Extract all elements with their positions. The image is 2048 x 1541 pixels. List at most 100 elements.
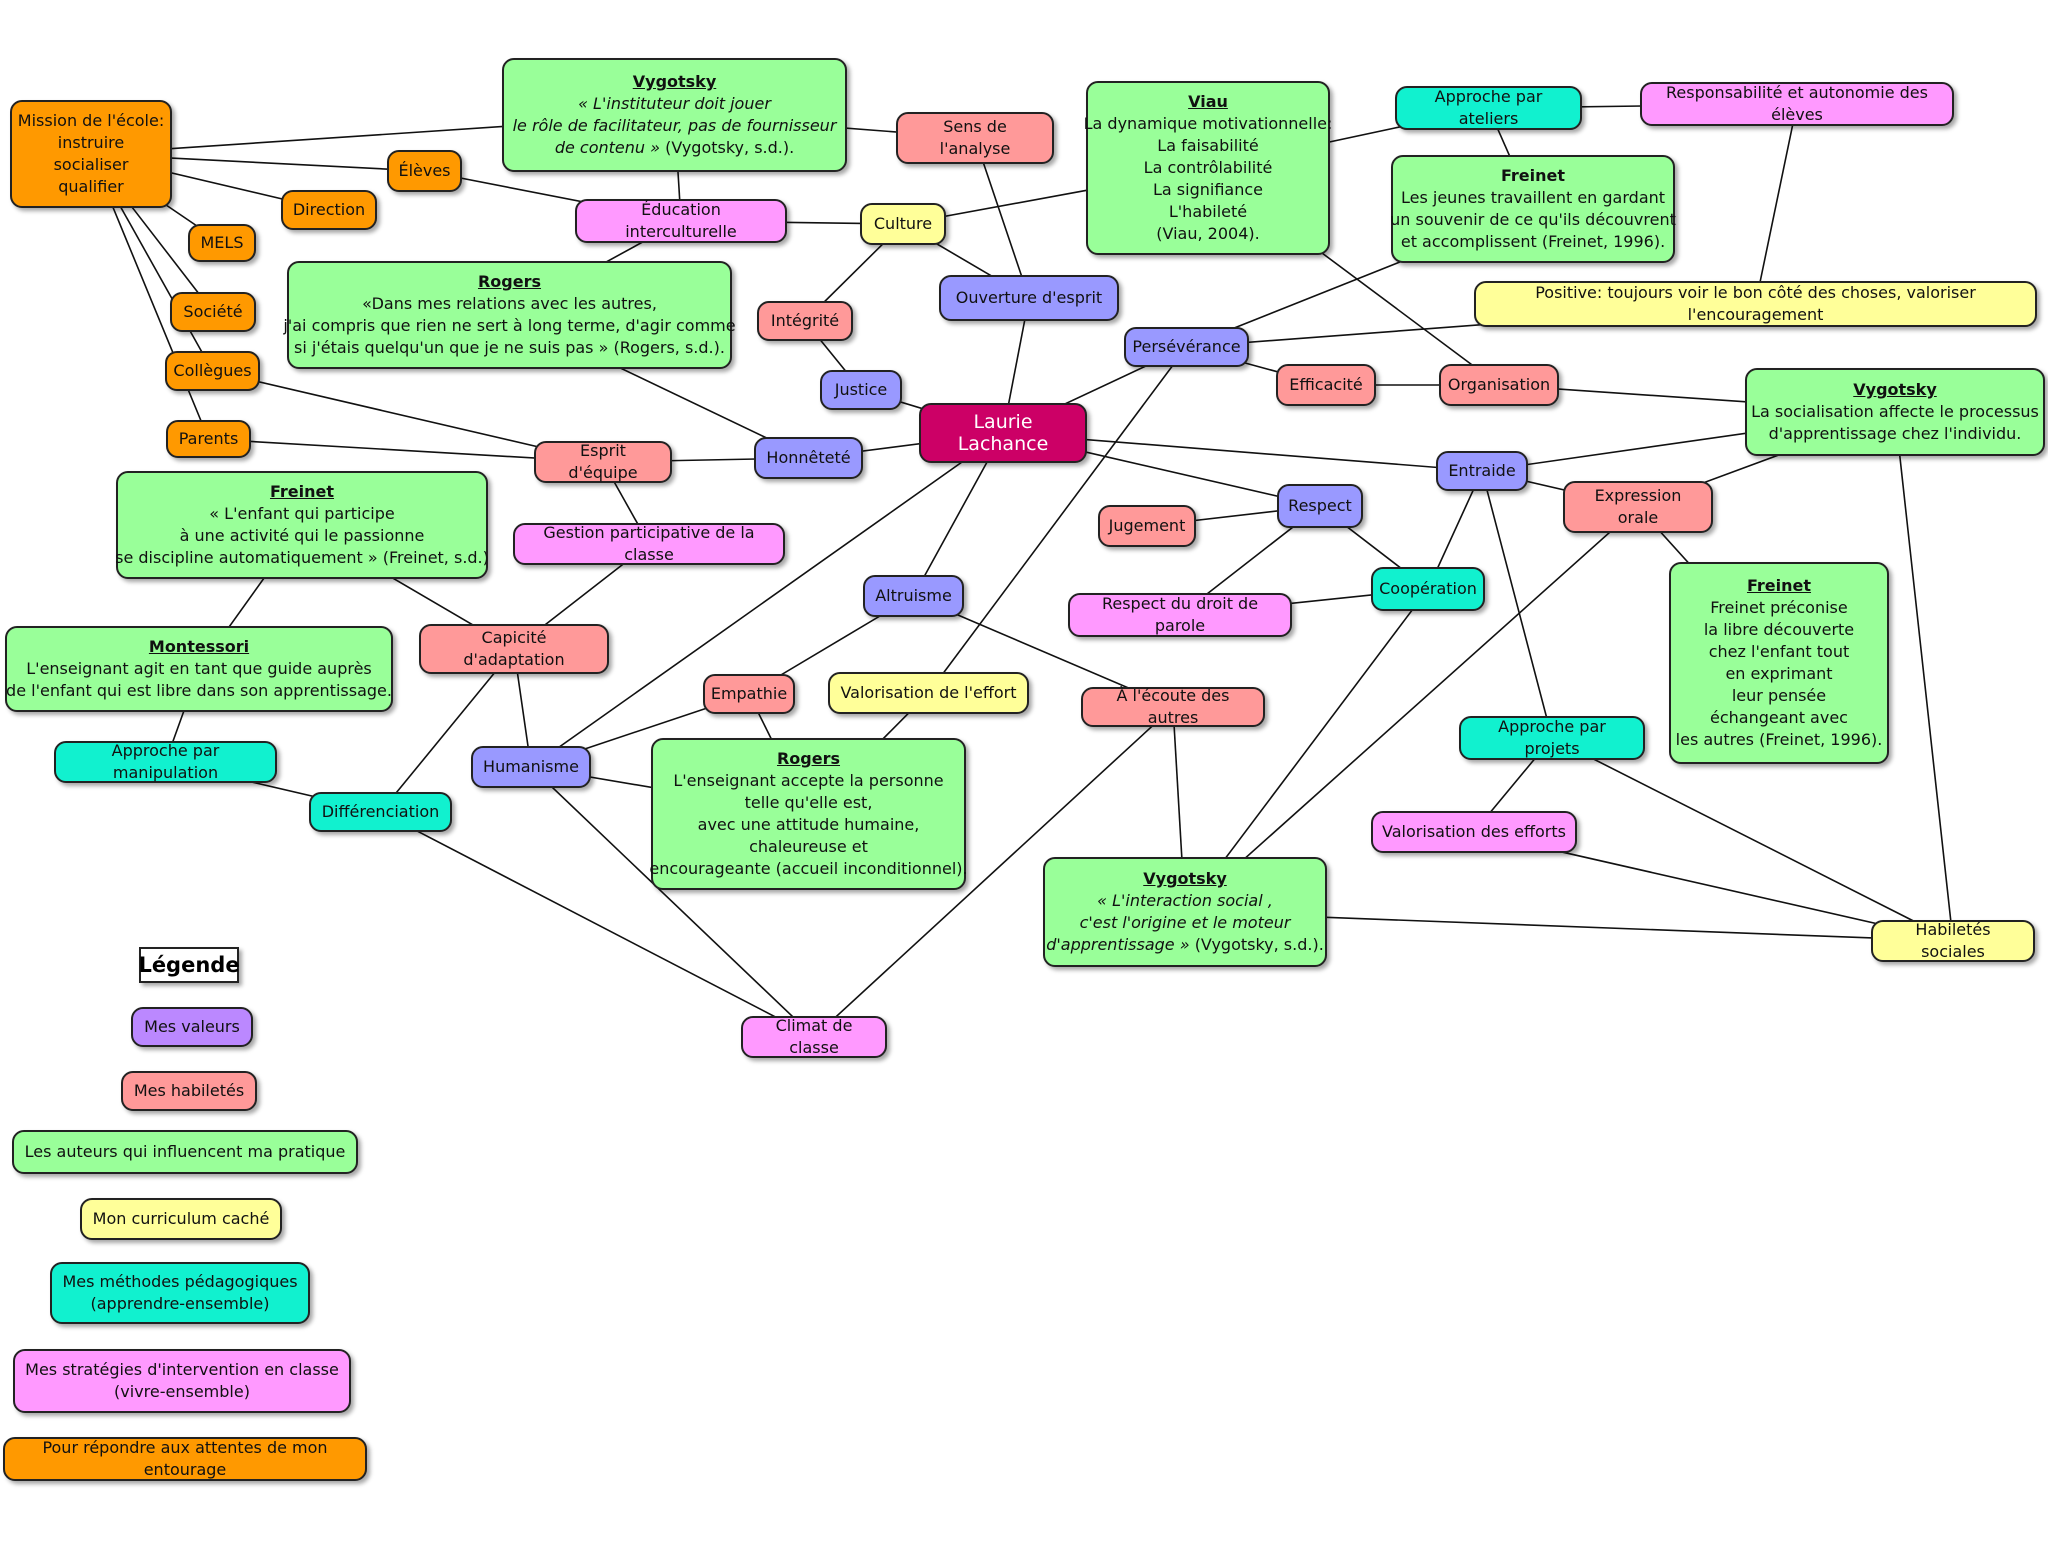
node-vygotsky-socialisation[interactable]: Vygotsky La socialisation affecte le pro…: [1745, 368, 2045, 456]
text-line: La socialisation affecte le processus: [1751, 402, 2039, 421]
node-cooperation[interactable]: Coopération: [1371, 567, 1485, 611]
node-rogers-accueil[interactable]: Rogers L'enseignant accepte la personne …: [649, 738, 968, 890]
node-label: Honnêteté: [766, 448, 851, 467]
node-label: Intégrité: [770, 311, 840, 330]
node-direction[interactable]: Direction: [281, 190, 377, 230]
quote-line: «Dans mes relations avec les autres,: [362, 294, 657, 313]
text-line: chez l'enfant tout: [1708, 642, 1850, 661]
node-label: Esprit d'équipe: [568, 441, 638, 482]
node-climat-classe[interactable]: Climat de classe: [741, 1016, 887, 1058]
node-ouverture-esprit[interactable]: Ouverture d'esprit: [939, 275, 1119, 321]
node-collegues[interactable]: Collègues: [165, 351, 260, 391]
node-freinet-decouverte[interactable]: Freinet Freinet préconise la libre décou…: [1669, 562, 1889, 764]
node-esprit-equipe[interactable]: Esprit d'équipe: [534, 441, 672, 483]
edge-responsabilite-positive: [1754, 103, 1798, 305]
node-label: Responsabilité et autonomie des élèves: [1666, 83, 1928, 124]
edge-expression_orale-vygotsky3: [1184, 506, 1639, 913]
node-label: Empathie: [710, 684, 788, 703]
citation: (Vygotsky, s.d.).: [665, 138, 795, 157]
node-vygotsky-facilitateur[interactable]: Vygotsky « L'instituteur doit jouer le r…: [502, 58, 847, 172]
node-differenciation[interactable]: Différenciation: [309, 792, 452, 832]
node-positive[interactable]: Positive: toujours voir le bon côté des …: [1474, 281, 2037, 327]
node-education-interculturelle[interactable]: Éducation interculturelle: [575, 199, 787, 243]
node-label: Habiletés sociales: [1915, 920, 1991, 961]
node-humanisme[interactable]: Humanisme: [471, 746, 591, 788]
node-approche-manipulation[interactable]: Approche par manipulation: [54, 741, 277, 783]
node-approche-projets[interactable]: Approche par projets: [1459, 716, 1645, 760]
author-name: Rogers: [477, 272, 542, 291]
node-mels[interactable]: MELS: [188, 224, 256, 262]
legend-label: Mes valeurs: [144, 1017, 240, 1036]
node-label: Justice: [834, 380, 888, 399]
node-justice[interactable]: Justice: [820, 370, 902, 410]
text-line: de l'enfant qui est libre dans son appre…: [6, 681, 392, 700]
node-center-laurie-lachance[interactable]: Laurie Lachance: [919, 403, 1087, 463]
text-line: Les jeunes travaillent en gardant: [1400, 188, 1666, 207]
node-label: Gestion participative de la classe: [543, 523, 755, 564]
node-gestion-participative[interactable]: Gestion participative de la classe: [513, 523, 785, 565]
node-culture[interactable]: Culture: [860, 203, 946, 245]
text-line: Freinet préconise: [1710, 598, 1848, 617]
quote-line: j'ai compris que rien ne sert à long ter…: [283, 316, 736, 335]
node-label: À l'écoute des autres: [1116, 686, 1230, 727]
node-parents[interactable]: Parents: [166, 420, 251, 458]
node-respect-droit-parole[interactable]: Respect du droit de parole: [1068, 593, 1292, 637]
node-label: Efficacité: [1289, 375, 1363, 394]
node-expression-orale[interactable]: Expression orale: [1563, 481, 1713, 533]
author-name: Freinet: [269, 482, 335, 501]
node-viau[interactable]: Viau La dynamique motivationnelle: La fa…: [1083, 81, 1333, 255]
text-line: La signifiance: [1153, 180, 1263, 199]
node-integrite[interactable]: Intégrité: [757, 301, 853, 341]
node-jugement[interactable]: Jugement: [1098, 505, 1196, 547]
node-habiletes-sociales[interactable]: Habiletés sociales: [1871, 920, 2035, 962]
node-responsabilite-autonomie[interactable]: Responsabilité et autonomie des élèves: [1640, 82, 1954, 126]
node-label: Société: [183, 302, 243, 321]
node-valorisation-efforts[interactable]: Valorisation des efforts: [1371, 811, 1577, 853]
node-eleves[interactable]: Élèves: [387, 150, 462, 192]
node-label: Différenciation: [321, 802, 440, 821]
node-rogers-relations[interactable]: Rogers «Dans mes relations avec les autr…: [283, 261, 736, 369]
quote-line: « L'instituteur doit jouer: [578, 94, 771, 113]
node-sens-analyse[interactable]: Sens de l'analyse: [896, 112, 1054, 164]
edge-humanisme-climat: [530, 766, 815, 1038]
node-altruisme[interactable]: Altruisme: [863, 575, 964, 617]
text-line: La faisabilité: [1157, 136, 1259, 155]
quote-line: « L'enfant qui participe: [209, 504, 395, 523]
legend-title: Légende: [138, 947, 240, 983]
node-entraide[interactable]: Entraide: [1436, 451, 1528, 491]
text-line: d'apprentissage chez l'individu.: [1768, 424, 2022, 443]
node-vygotsky-interaction[interactable]: Vygotsky « L'interaction social , c'est …: [1043, 857, 1327, 967]
node-label: Approche par ateliers: [1434, 87, 1543, 128]
node-organisation[interactable]: Organisation: [1439, 364, 1559, 406]
node-respect[interactable]: Respect: [1277, 484, 1363, 528]
node-ecoute-autres[interactable]: À l'écoute des autres: [1081, 686, 1265, 727]
quote-line: c'est l'origine et le moteur: [1079, 913, 1291, 932]
legend-label: Les auteurs qui influencent ma pratique: [24, 1142, 346, 1161]
node-capacite-adaptation[interactable]: Capicité d'adaptation: [419, 624, 609, 674]
node-freinet-discipline[interactable]: Freinet « L'enfant qui participe à une a…: [115, 471, 489, 579]
text-line: un souvenir de ce qu'ils découvrent: [1390, 210, 1676, 229]
node-montessori[interactable]: Montessori L'enseignant agit en tant que…: [5, 626, 393, 712]
node-label: Ouverture d'esprit: [955, 288, 1103, 307]
legend-label: (vivre-ensemble): [114, 1382, 250, 1401]
node-valorisation-effort[interactable]: Valorisation de l'effort: [828, 672, 1029, 714]
node-label: Éducation interculturelle: [625, 200, 737, 241]
text-line: La dynamique motivationnelle:: [1083, 114, 1333, 133]
node-label: Direction: [292, 200, 366, 219]
node-perseverance[interactable]: Persévérance: [1124, 327, 1249, 367]
quote-line: d'apprentissage »: [1046, 935, 1190, 954]
node-label: Expression orale: [1594, 486, 1682, 527]
node-efficacite[interactable]: Efficacité: [1276, 364, 1376, 406]
node-mission-ecole[interactable]: Mission de l'école: instruire socialiser…: [10, 100, 172, 208]
node-label: Organisation: [1447, 375, 1551, 394]
node-honnetete[interactable]: Honnêteté: [754, 437, 863, 479]
quote-line: le rôle de facilitateur, pas de fourniss…: [512, 116, 837, 135]
legend-curriculum: Mon curriculum caché: [80, 1198, 282, 1240]
text-line: chaleureuse et: [749, 837, 868, 856]
node-approche-ateliers[interactable]: Approche par ateliers: [1395, 86, 1582, 130]
author-name: Montessori: [148, 637, 250, 656]
node-empathie[interactable]: Empathie: [703, 674, 795, 714]
node-freinet-souvenir[interactable]: Freinet Les jeunes travaillent en gardan…: [1390, 155, 1676, 263]
node-label: Valorisation des efforts: [1382, 822, 1566, 841]
node-societe[interactable]: Société: [170, 292, 256, 332]
